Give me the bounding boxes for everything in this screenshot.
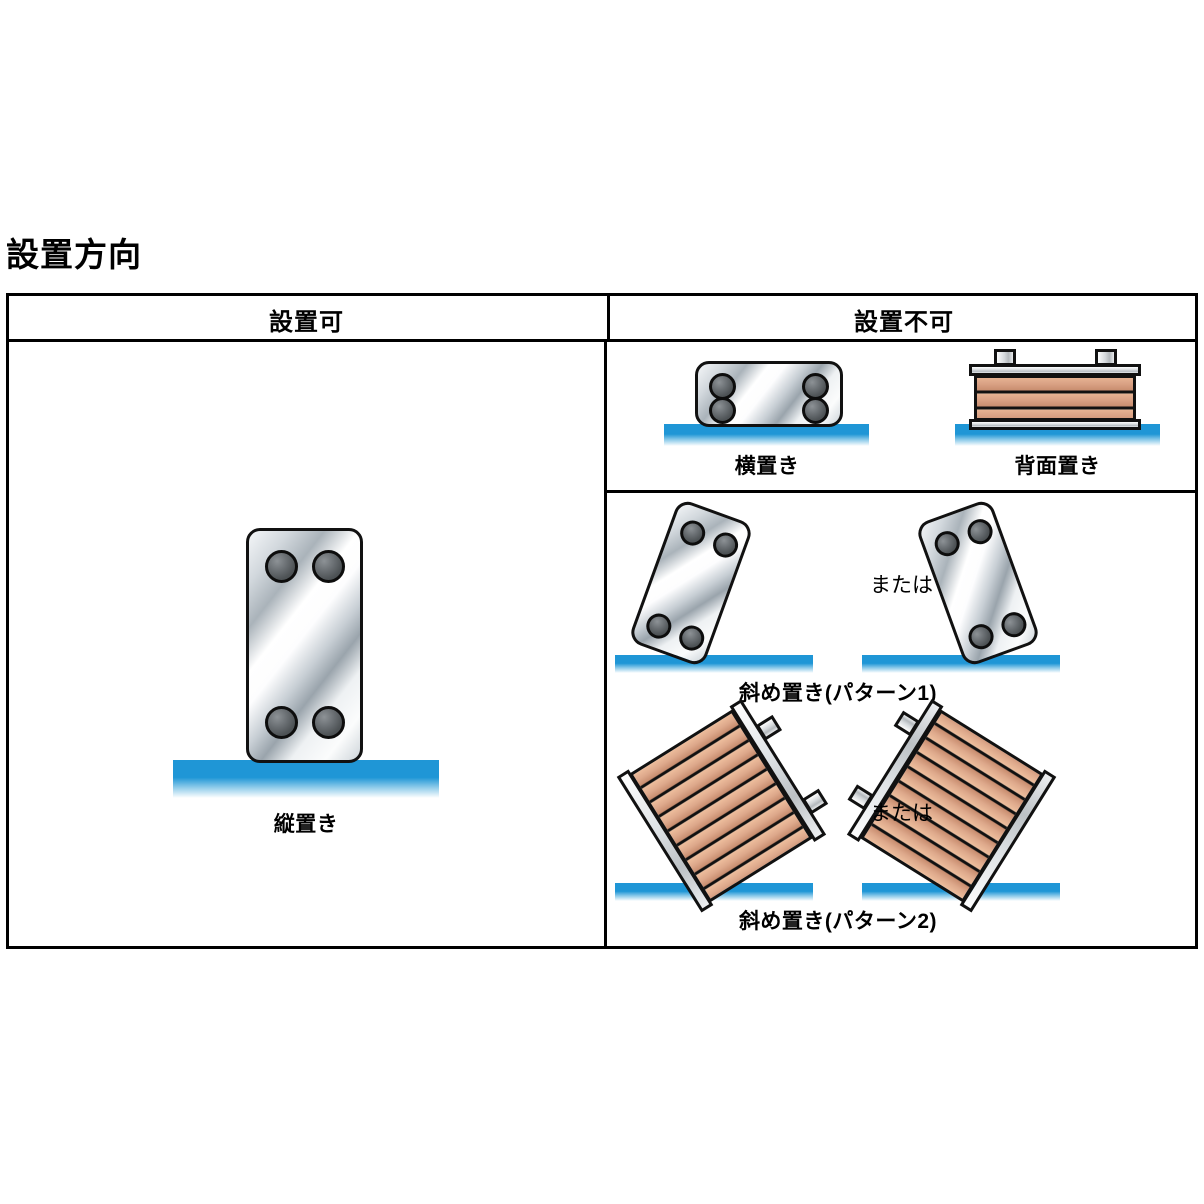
column-divider <box>604 342 607 949</box>
plate-heat-exchanger-horizontal <box>695 361 843 427</box>
port-bottom-right <box>312 706 345 739</box>
plate-heat-exchanger-pattern1-right <box>914 497 1042 669</box>
port-top-right <box>312 550 345 583</box>
cell-not-allowed-bottom: または 斜め置き(パターン1) <box>607 493 1198 949</box>
table-header-row: 設置可 設置不可 <box>9 296 1195 342</box>
end-plate-top <box>969 364 1141 376</box>
port-top-left <box>709 373 736 400</box>
port-top-right <box>709 529 742 562</box>
figure-diagonal-pattern-1: または 斜め置き(パターン1) <box>607 493 1198 713</box>
or-label-pattern2: または <box>870 802 933 825</box>
plate-heat-exchanger-pattern1-left <box>627 497 755 669</box>
caption-pattern2: 斜め置き(パターン2) <box>738 910 938 933</box>
copper-unit-pattern2-left <box>615 698 829 913</box>
port-top-left <box>676 517 709 550</box>
right-column-row-divider <box>607 490 1198 493</box>
port-top-left <box>265 550 298 583</box>
ground-bar-pattern1-left <box>615 655 813 673</box>
copper-plate-stack-pattern2-left <box>628 709 814 903</box>
or-label-pattern1: または <box>870 574 933 597</box>
stack-body <box>974 375 1136 421</box>
port-bottom-left <box>265 706 298 739</box>
port-bottom-left <box>709 397 736 424</box>
cell-not-allowed-top: 横置き 背面置き <box>607 342 1198 490</box>
port-top-left <box>931 527 964 560</box>
port-bottom-right <box>802 397 829 424</box>
ground-bar-vertical <box>173 760 439 798</box>
figure-horizontal: 横置き <box>607 342 907 490</box>
caption-horizontal: 横置き <box>734 455 800 478</box>
caption-back: 背面置き <box>1014 455 1101 478</box>
port-top-right <box>964 515 997 548</box>
stack-body <box>628 709 814 903</box>
copper-plate-stack-back <box>974 375 1136 421</box>
figure-diagonal-pattern-2: または 斜め置き(パターン2) <box>607 698 1198 949</box>
figure-back: 背面置き <box>907 342 1198 490</box>
end-plate-bottom <box>969 419 1141 430</box>
port-top-right <box>802 373 829 400</box>
cell-allowed: 縦置き <box>9 342 604 949</box>
figure-vertical: 縦置き <box>9 342 604 949</box>
header-cell-not-allowed: 設置不可 <box>607 296 1198 342</box>
ground-bar-horizontal <box>664 424 869 446</box>
port-bottom-right <box>675 622 708 655</box>
plate-heat-exchanger-vertical <box>246 528 363 763</box>
caption-pattern1: 斜め置き(パターン1) <box>738 682 938 705</box>
header-cell-allowed: 設置可 <box>269 308 344 336</box>
port-bottom-right <box>997 608 1030 641</box>
ground-bar-pattern1-right <box>862 655 1060 673</box>
installation-direction-table: 設置可 設置不可 縦置き <box>6 293 1198 949</box>
port-bottom-left <box>642 610 675 643</box>
caption-vertical: 縦置き <box>273 813 339 836</box>
page-title: 設置方向 <box>6 236 142 273</box>
port-bottom-left <box>965 620 998 653</box>
